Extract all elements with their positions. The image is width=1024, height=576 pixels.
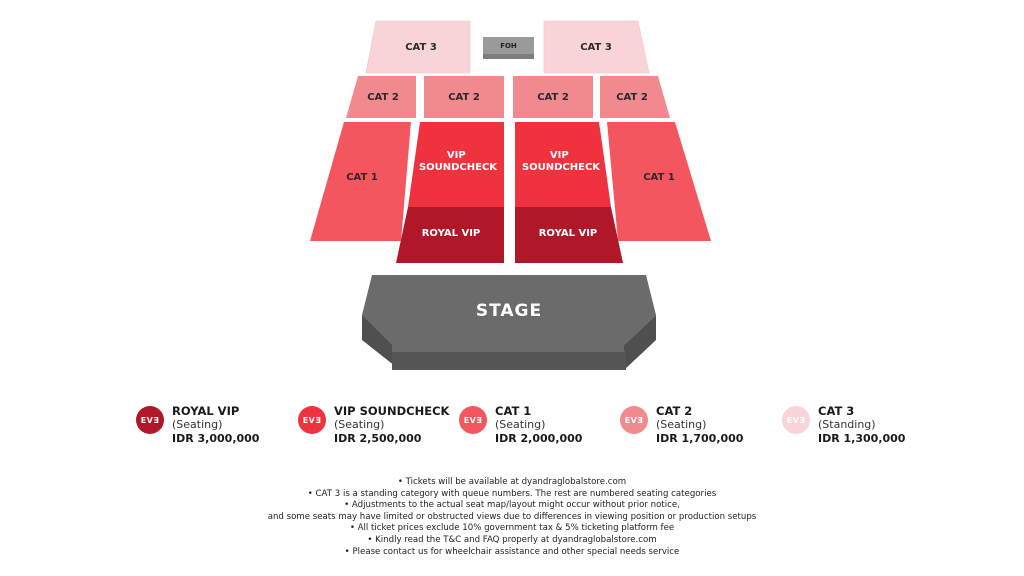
section-vip-soundcheck-left[interactable]: VIP SOUNDCHECK: [408, 122, 504, 207]
legend-type: (Seating): [334, 418, 385, 431]
legend-name: CAT 2: [656, 404, 693, 418]
section-label: CAT 3: [405, 42, 437, 53]
legend-item-royal-vip: EVƎ ROYAL VIP (Seating) IDR 3,000,000: [136, 404, 259, 446]
section-label: CAT 2: [537, 92, 569, 103]
section-cat2-3[interactable]: CAT 2: [513, 76, 593, 118]
section-label: ROYAL VIP: [539, 228, 598, 239]
section-vip-soundcheck-right[interactable]: VIP SOUNDCHECK: [515, 122, 611, 207]
note-line: • Please contact us for wheelchair assis…: [344, 546, 680, 557]
legend-type: (Standing): [818, 418, 876, 431]
foh-booth: FOH: [483, 37, 534, 59]
section-label-line: VIP: [550, 150, 569, 161]
section-royal-vip-left[interactable]: ROYAL VIP: [396, 207, 504, 263]
section-royal-vip-right[interactable]: ROYAL VIP: [515, 207, 623, 263]
seat-map: CAT 3 CAT 3 FOH CAT 2 CAT 2 CAT 2 CAT 2 …: [310, 20, 711, 370]
section-label-line: VIP: [447, 150, 466, 161]
legend-item-cat3: EVƎ CAT 3 (Standing) IDR 1,300,000: [782, 404, 905, 446]
section-cat3-left[interactable]: CAT 3: [365, 20, 471, 74]
section-cat1-left[interactable]: CAT 1: [310, 122, 411, 241]
legend-item-cat2: EVƎ CAT 2 (Seating) IDR 1,700,000: [620, 404, 743, 446]
section-label: CAT 2: [448, 92, 480, 103]
legend-type: (Seating): [656, 418, 707, 431]
stage: STAGE: [362, 275, 656, 370]
section-label: CAT 2: [367, 92, 399, 103]
note-line: and some seats may have limited or obstr…: [267, 511, 757, 522]
foh-label: FOH: [500, 42, 517, 50]
note-line: • CAT 3 is a standing category with queu…: [307, 488, 717, 499]
section-label-line: SOUNDCHECK: [419, 162, 498, 173]
eve-logo-icon: EVƎ: [136, 406, 164, 434]
legend-name: ROYAL VIP: [172, 404, 240, 418]
note-line: • Kindly read the T&C and FAQ properly a…: [367, 534, 657, 545]
legend-type: (Seating): [172, 418, 223, 431]
legend-name: VIP SOUNDCHECK: [334, 404, 450, 418]
eve-logo-icon: EVƎ: [459, 406, 487, 434]
legend-price: IDR 2,000,000: [495, 432, 583, 445]
section-cat1-right[interactable]: CAT 1: [607, 122, 711, 241]
stage-label: STAGE: [476, 301, 542, 321]
section-label: VIP SOUNDCHECK: [522, 150, 601, 173]
section-label: CAT 1: [643, 172, 675, 183]
legend-price: IDR 1,300,000: [818, 432, 906, 445]
section-label: CAT 2: [616, 92, 648, 103]
section-label: CAT 1: [346, 172, 378, 183]
eve-logo-icon: EVƎ: [620, 406, 648, 434]
ticket-notes: • Tickets will be available at dyandragl…: [0, 477, 1024, 558]
legend-name: CAT 3: [818, 404, 855, 418]
eve-logo-icon: EVƎ: [298, 406, 326, 434]
section-label: VIP SOUNDCHECK: [419, 150, 498, 173]
note-line: • Adjustments to the actual seat map/lay…: [344, 500, 680, 511]
section-cat2-2[interactable]: CAT 2: [424, 76, 504, 118]
legend-price: IDR 1,700,000: [656, 432, 744, 445]
legend-name: CAT 1: [495, 404, 532, 418]
note-line: • Tickets will be available at dyandragl…: [397, 477, 627, 487]
note-line: • All ticket prices exclude 10% governme…: [349, 523, 675, 534]
eve-logo-icon: EVƎ: [782, 406, 810, 434]
legend-price: IDR 2,500,000: [334, 432, 422, 445]
legend-item-cat1: EVƎ CAT 1 (Seating) IDR 2,000,000: [459, 404, 582, 446]
legend-price: IDR 3,000,000: [172, 432, 260, 445]
section-cat2-4[interactable]: CAT 2: [600, 76, 670, 118]
legend-type: (Seating): [495, 418, 546, 431]
section-label: CAT 3: [580, 42, 612, 53]
section-cat2-1[interactable]: CAT 2: [346, 76, 416, 118]
section-label-line: SOUNDCHECK: [522, 162, 601, 173]
section-label: ROYAL VIP: [422, 228, 481, 239]
legend-item-vip-soundcheck: EVƎ VIP SOUNDCHECK (Seating) IDR 2,500,0…: [298, 404, 449, 446]
section-cat3-right[interactable]: CAT 3: [543, 20, 650, 74]
